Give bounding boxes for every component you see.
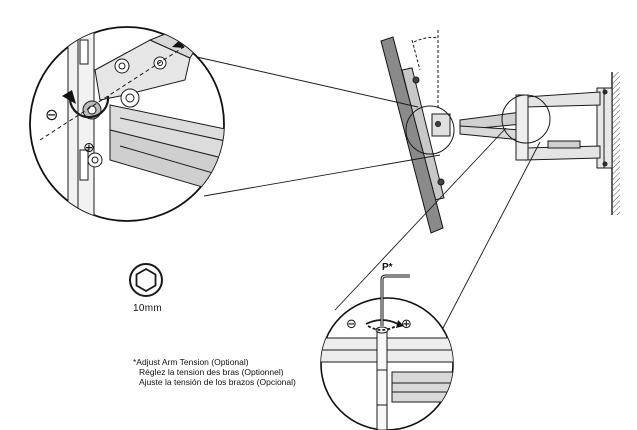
wrench-size-label: 10mm [133, 303, 162, 314]
tool-marker-label: P* [382, 262, 393, 273]
arm-tension-detail: ⊖ ⊕ [320, 274, 454, 430]
tv-mount-overview [380, 30, 620, 234]
minus-symbol-bottom: ⊖ [346, 317, 357, 332]
detail-marker-tilt [405, 105, 455, 155]
tv-panel [380, 36, 444, 234]
callout-lines [196, 56, 541, 331]
minus-symbol: ⊖ [45, 105, 58, 124]
hex-socket-icon [129, 263, 163, 297]
tilt-indicator [411, 30, 439, 108]
note-english: *Adjust Arm Tension (Optional) [133, 357, 249, 367]
wall [611, 72, 620, 215]
plus-symbol: ⊕ [83, 140, 95, 156]
swing-arms [459, 91, 601, 161]
note-french: Réglez la tension des bras (Optionnel) [139, 367, 284, 377]
note-spanish: Ajuste la tensión de los brazos (Opciona… [139, 377, 296, 387]
tilt-adjust-detail: ⊖ ⊕ [29, 26, 225, 222]
tv-bracket [401, 67, 451, 201]
detail-marker-arm [501, 94, 551, 144]
plus-symbol-bottom: ⊕ [401, 317, 412, 332]
wall-plate [596, 87, 613, 169]
